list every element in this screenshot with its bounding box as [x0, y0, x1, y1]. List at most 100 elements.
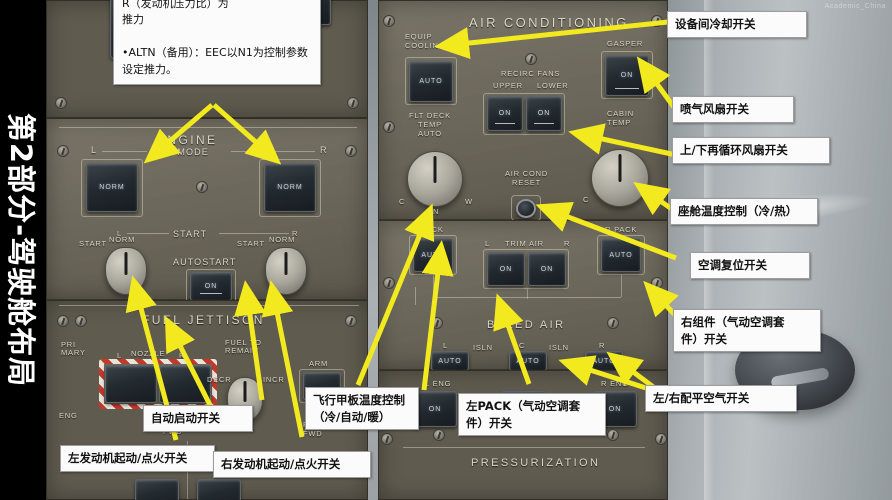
callout-aircond-reset: 空调复位开关: [690, 252, 810, 279]
recirc-lower-value: ON: [537, 110, 551, 117]
callout-gasper-fan: 喷气风扇开关: [672, 96, 794, 123]
eec-left-mark: L: [91, 145, 98, 155]
bleed-l-value: AUTO: [438, 357, 462, 365]
fuel-pump-switch-right[interactable]: [197, 479, 241, 500]
decr-label: DECR: [207, 375, 232, 384]
autostart-label: AUTOSTART: [173, 257, 237, 267]
air-cond-reset-label: AIR COND RESET: [505, 169, 549, 187]
r-pack-value: AUTO: [609, 251, 633, 259]
trim-air-guard: [483, 249, 569, 289]
section-title-band: 第2部分-驾驶舱布局: [0, 0, 46, 500]
screw: [383, 277, 395, 289]
equip-cooling-label: EQUIP COOLING: [405, 32, 446, 50]
bleed-isln-left-switch[interactable]: AUTO: [431, 351, 469, 371]
trim-air-l-mark: L: [485, 239, 490, 248]
screw: [433, 429, 445, 441]
callout-right-pack: 右组件（气动空调套 件）开关: [673, 309, 821, 353]
recirc-fan-lower-switch[interactable]: ON: [526, 96, 562, 131]
callout-autostart: 自动启动开关: [143, 405, 253, 432]
left-eng-bleed-switch[interactable]: ON: [413, 391, 457, 427]
recirc-lower-label: LOWER: [537, 81, 569, 90]
eng-label: ENG: [59, 411, 78, 420]
bleed-air-title: BLEED AIR: [487, 319, 566, 331]
air-conditioning-title: AIR CONDITIONING: [469, 15, 629, 30]
trim-air-right-switch[interactable]: ON: [528, 252, 566, 286]
trim-right-value: ON: [540, 265, 554, 273]
callout-right-engine-start: 右发动机起动/点火开关: [213, 451, 371, 478]
screw: [383, 121, 395, 133]
air-conditioning-upper-panel: AIR CONDITIONING EQUIP COOLING AUTO GASP…: [378, 0, 668, 221]
left-pack-switch[interactable]: AUTO: [413, 238, 453, 272]
eec-mode-left-switch[interactable]: NORM: [86, 163, 138, 212]
right-pack-switch[interactable]: AUTO: [601, 238, 641, 272]
fuel-to-remain-label: FUEL TO REMAIN: [225, 338, 262, 356]
pressurization-title: PRESSURIZATION: [471, 457, 601, 469]
screw: [655, 433, 667, 445]
recirc-fans-label: RECIRC FANS: [501, 69, 561, 78]
start-pos-right: START: [237, 239, 265, 248]
screw: [607, 429, 619, 441]
flt-deck-w-mark: W: [465, 197, 473, 206]
nozzle-label: NOZZLE: [131, 349, 166, 358]
fuel-pump-switch-left[interactable]: [135, 479, 179, 500]
cockpit-right-wall: [664, 0, 892, 500]
fuel-jettison-title: FUEL JETTISON: [142, 313, 265, 327]
screw: [75, 315, 87, 327]
screw: [55, 97, 67, 109]
screw: [431, 317, 443, 329]
nozzle-left-switch[interactable]: [105, 365, 157, 403]
trim-air-label: TRIM AIR: [505, 239, 544, 248]
flt-deck-temp-dial[interactable]: [407, 151, 463, 207]
r-eng-value: ON: [608, 405, 622, 413]
air-cond-reset-button[interactable]: [516, 199, 536, 218]
equip-cooling-value: AUTO: [419, 78, 443, 85]
nozzle-left-mark: L: [117, 351, 122, 360]
screw: [607, 317, 619, 329]
engine-start-left-selector[interactable]: [105, 247, 147, 295]
norm-pos-right: NORM: [269, 235, 296, 244]
l-eng-label: L ENG: [425, 379, 452, 388]
cabin-w-mark: W: [645, 197, 653, 206]
bleed-c-value: AUTO: [516, 357, 540, 365]
cabin-temp-dial[interactable]: [591, 149, 649, 207]
bleed-isln-center-switch[interactable]: AUTO: [509, 351, 547, 371]
screw: [651, 277, 663, 289]
callout-left-pack: 左PACK（气动空调套 件）开关: [458, 393, 606, 437]
bleed-r-value: AUTO: [592, 357, 616, 365]
engine-start-right-selector[interactable]: [265, 247, 307, 295]
callout-cabin-temp: 座舱温度控制（冷/热）: [670, 198, 818, 225]
screw: [196, 181, 208, 193]
r-pack-label: R PACK: [605, 225, 638, 234]
eec-right-value: NORM: [277, 184, 303, 191]
screw: [57, 145, 69, 157]
autostart-value: ON: [204, 283, 218, 290]
eec-mode-right-switch[interactable]: NORM: [264, 163, 316, 212]
recirc-fans-guard: [483, 93, 565, 135]
callout-left-engine-start: 左发动机起动/点火开关: [60, 445, 215, 472]
trim-air-left-switch[interactable]: ON: [487, 252, 525, 286]
gasper-value: ON: [620, 72, 634, 79]
screw: [347, 97, 359, 109]
gasper-label: GASPER: [607, 39, 644, 48]
r-eng-label: R ENG: [601, 379, 629, 388]
trim-left-value: ON: [499, 265, 513, 273]
screw: [57, 315, 69, 327]
recirc-fan-upper-switch[interactable]: ON: [487, 96, 523, 131]
screw: [383, 15, 395, 27]
bleed-isln-right-switch[interactable]: AUTO: [585, 351, 623, 371]
equip-cooling-switch[interactable]: AUTO: [409, 61, 453, 102]
autostart-switch[interactable]: ON: [190, 272, 232, 301]
nozzle-right-switch[interactable]: [159, 365, 211, 403]
screw: [345, 315, 357, 327]
section-title: 第2部分-驾驶舱布局: [4, 112, 38, 388]
eec-mode-label: EEC MODE: [152, 147, 209, 157]
incr-label: INCR: [263, 375, 285, 384]
bleed-r-mark: R: [599, 341, 606, 350]
engine-eec-start-panel: ENGINE EEC MODE L R NORM NORM START L R …: [46, 118, 368, 303]
flt-deck-c-mark: C: [399, 197, 406, 206]
trim-air-r-mark: R: [564, 239, 571, 248]
gasper-switch[interactable]: ON: [605, 55, 649, 96]
flt-deck-n-mark: N: [433, 207, 440, 216]
recirc-upper-label: UPPER: [493, 81, 523, 90]
